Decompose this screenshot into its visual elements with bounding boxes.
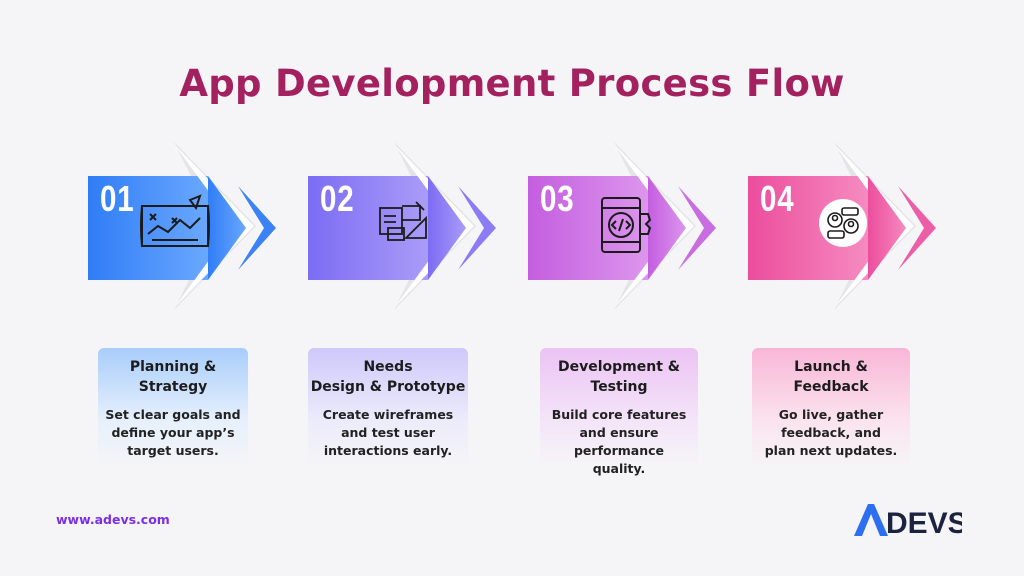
page-title: App Development Process Flow <box>179 62 845 105</box>
design-tools-icon <box>379 201 427 241</box>
step-3-card: Development & Testing Build core feature… <box>540 348 698 476</box>
card-title: Development & Testing <box>557 359 680 395</box>
card-title: Launch & Feedback <box>793 359 869 395</box>
card-title: Planning & Strategy <box>129 359 217 395</box>
card-description: Build core features and ensure performan… <box>551 407 687 476</box>
adevs-logo-mark: DEVS <box>854 504 968 540</box>
step-number: 02 <box>320 178 355 219</box>
step-3-arrow: 03 <box>528 142 748 310</box>
step-number: 04 <box>760 178 795 219</box>
card-description: Set clear goals and define your app’s ta… <box>105 407 241 458</box>
step-number: 01 <box>100 178 135 219</box>
arrow-shape <box>308 142 496 310</box>
strategy-map-icon <box>140 194 210 247</box>
step-4-card: Launch & Feedback Go live, gather feedba… <box>752 348 910 468</box>
website-link[interactable]: www.adevs.com <box>56 512 170 527</box>
logo-text: DEVS <box>886 507 962 540</box>
step-number: 03 <box>540 178 575 219</box>
card-title: Needs Design & Prototype <box>310 359 466 395</box>
step-1-arrow: 01 <box>88 142 308 310</box>
arrow-shape <box>88 142 276 310</box>
step-2-card: Needs Design & Prototype Create wirefram… <box>308 348 468 468</box>
step-1-card: Planning & Strategy Set clear goals and … <box>98 348 248 468</box>
step-4-arrow: 04 <box>748 142 968 310</box>
card-description: Create wireframes and test user interact… <box>322 407 454 458</box>
card-description: Go live, gather feedback, and plan next … <box>764 407 898 458</box>
code-gear-icon <box>601 197 652 253</box>
step-2-arrow: 02 <box>308 142 528 310</box>
user-feedback-icon <box>819 199 867 247</box>
adevs-logo: DEVS <box>852 500 968 544</box>
